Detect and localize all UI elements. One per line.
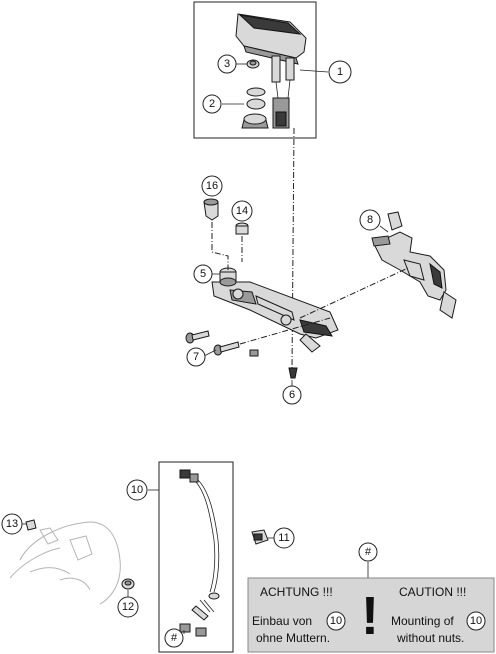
callout-3-label: 3 [224,58,230,70]
screw-7-upper [185,330,210,344]
callout-7: 7 [186,347,206,367]
warning-note-box: ACHTUNG !!! CAUTION !!! ! Einbau von 10 … [247,577,495,653]
callout-11-label: 11 [278,532,289,544]
alignment-line-7 [239,317,331,345]
callout-8: 8 [359,209,381,231]
callout-11: 11 [273,527,295,549]
alignment-line-16 [211,222,229,270]
callout-hash-top: # [358,542,378,562]
bolt-16 [203,198,219,221]
callout-1: 1 [328,60,352,84]
cable-group-frame [158,461,234,653]
leader-1 [299,69,329,73]
seal-ring-2-group [241,87,269,129]
callout-8-label: 8 [367,214,373,226]
callout-2: 2 [202,94,222,114]
callout-16-label: 16 [206,180,218,192]
callout-10-label: 10 [131,484,143,496]
instrument-bracket [211,281,339,353]
headlight-holder-8 [371,211,457,319]
speedometer-group-frame [193,1,317,139]
callout-hash-bottom: # [164,628,184,648]
en-line2: without nuts. [396,631,464,645]
callout-14-label: 14 [236,205,248,217]
callout-2-label: 2 [209,98,215,110]
callout-6: 6 [282,385,302,405]
leader-7 [203,349,217,357]
callout-13: 13 [1,513,23,535]
en-ref: 10 [470,615,482,627]
grommet-12 [121,578,135,590]
grommet-3 [246,59,260,69]
nut-small [249,349,259,357]
rubber-damper-5 [219,267,237,287]
exclamation-icon: ! [361,586,379,646]
callout-12-label: 12 [122,601,134,613]
callout-5: 5 [193,264,213,284]
callout-10: 10 [126,479,148,501]
plug-11 [251,529,269,545]
callout-1-label: 1 [337,66,343,78]
callout-hash-bottom-label: # [171,632,178,644]
mask-outline-ghost [9,521,121,605]
callout-6-label: 6 [289,389,295,401]
speedometer-unit [235,13,307,129]
callout-3: 3 [217,54,237,74]
screw-6 [288,367,298,379]
callout-5-label: 5 [200,268,206,280]
callout-13-label: 13 [6,518,18,530]
callout-12: 12 [117,596,139,618]
achtung-title: ACHTUNG !!! [260,585,333,599]
wiring-harness-10 [179,469,220,637]
callout-7-label: 7 [193,351,199,363]
de-line1: Einbau von [252,614,312,628]
callout-16: 16 [201,175,223,197]
leader-8 [379,225,389,233]
callout-hash-top-label: # [365,546,372,558]
screw-7-lower [213,341,240,356]
caution-title: CAUTION !!! [399,585,466,599]
cable-clip-13 [25,519,37,531]
de-line2: ohne Muttern. [256,631,330,645]
en-line1: Mounting of [391,614,454,628]
alignment-line-1-6 [291,127,295,371]
alignment-line-8 [299,267,409,319]
callout-14: 14 [231,200,253,222]
cap-14 [235,222,249,235]
de-ref: 10 [330,615,342,627]
